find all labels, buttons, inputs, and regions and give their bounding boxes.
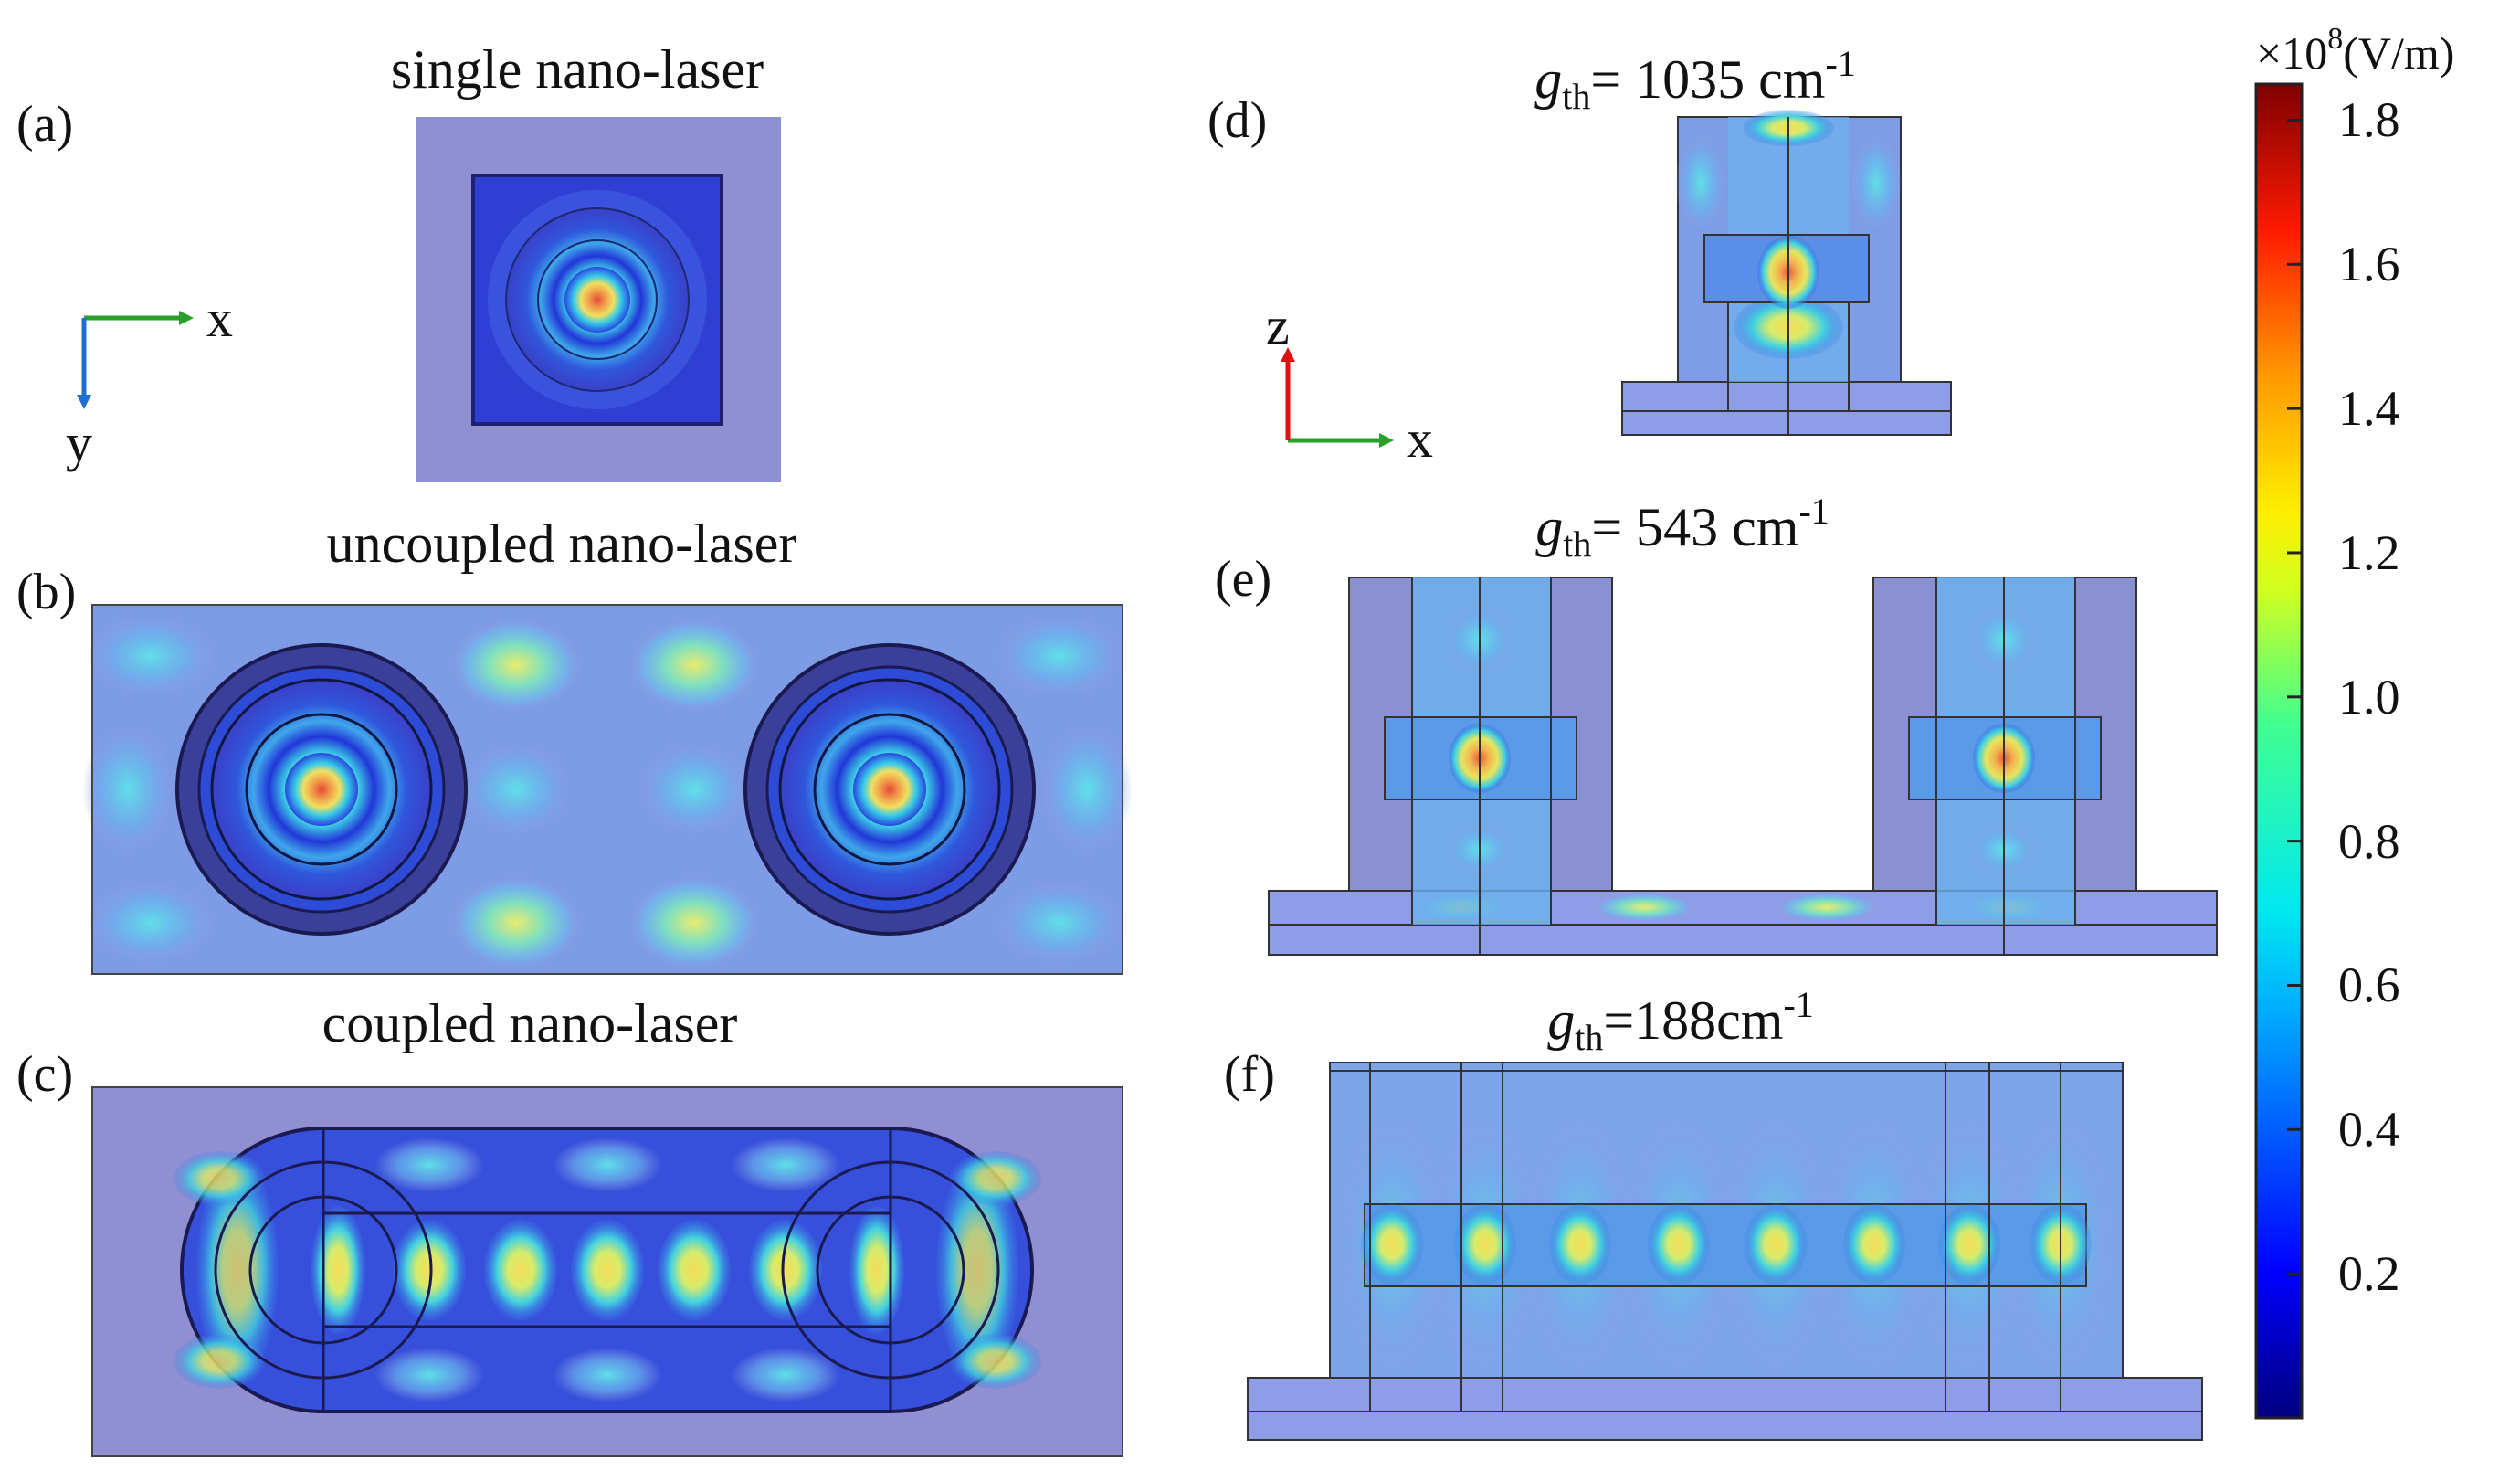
axis-xz-x-label: x bbox=[1407, 409, 1433, 469]
colorbar-tick-label: 1.0 bbox=[2338, 669, 2400, 725]
axes-xy bbox=[77, 311, 194, 409]
panel-f-label: (f) bbox=[1224, 1046, 1275, 1103]
panel-a-title: single nano-laser bbox=[390, 39, 764, 100]
colorbar-tick-label: 1.4 bbox=[2338, 381, 2400, 437]
panel-b-label: (b) bbox=[16, 564, 77, 620]
panel-c-label: (c) bbox=[16, 1046, 74, 1103]
y-axis-arrowhead bbox=[77, 395, 91, 409]
colorbar-tick-label: 0.6 bbox=[2338, 957, 2400, 1013]
panel-a-inner-ring bbox=[537, 239, 658, 360]
panel-c-title: coupled nano-laser bbox=[322, 993, 738, 1053]
colorbar-tick-label: 1.2 bbox=[2338, 524, 2400, 580]
panel-b-left-hotspot bbox=[285, 753, 358, 826]
colorbar-tick-label: 0.4 bbox=[2338, 1102, 2400, 1158]
colorbar-ticks bbox=[2287, 118, 2302, 1275]
panel-e-threshold-gain: gth= 543 cm-1 bbox=[1535, 491, 1829, 565]
axis-z-label: z bbox=[1266, 296, 1290, 355]
panel-f-substrate bbox=[1247, 1377, 2203, 1441]
panel-f-threshold-gain: gth=188cm-1 bbox=[1547, 984, 1814, 1058]
panel-c-field-map bbox=[91, 1086, 1123, 1457]
panel-a-field-map bbox=[416, 117, 781, 482]
panel-d-threshold-gain: gth= 1035 cm-1 bbox=[1534, 43, 1856, 117]
colorbar-unit: ×108(V/m) bbox=[2256, 22, 2455, 79]
panel-a-label: (a) bbox=[16, 96, 74, 153]
panel-b-title: uncoupled nano-laser bbox=[326, 513, 797, 574]
panel-d-substrate bbox=[1621, 381, 1952, 436]
colorbar-tick-label: 1.6 bbox=[2338, 237, 2400, 292]
panel-f-field-map bbox=[1247, 1062, 2203, 1441]
panel-e-label: (e) bbox=[1215, 551, 1272, 608]
colorbar-tick-label: 0.2 bbox=[2338, 1246, 2400, 1302]
panel-f-modes bbox=[1337, 1116, 2115, 1372]
axis-y-label: y bbox=[66, 413, 92, 472]
panel-e-field-map bbox=[1268, 577, 2218, 956]
panel-a-hotspot bbox=[564, 267, 630, 333]
axes-xz bbox=[1281, 347, 1394, 448]
axis-x-label: x bbox=[206, 289, 233, 348]
panel-b-field-map bbox=[82, 604, 1133, 975]
colorbar-tick-label: 0.8 bbox=[2338, 813, 2400, 869]
colorbar bbox=[2254, 82, 2304, 1420]
colorbar-tick-label: 1.8 bbox=[2338, 92, 2400, 148]
panel-d-field-map bbox=[1621, 110, 1952, 436]
x-axis-arrowhead bbox=[179, 311, 194, 325]
panel-d-label: (d) bbox=[1207, 92, 1268, 149]
panel-b-right-hotspot bbox=[853, 753, 926, 826]
